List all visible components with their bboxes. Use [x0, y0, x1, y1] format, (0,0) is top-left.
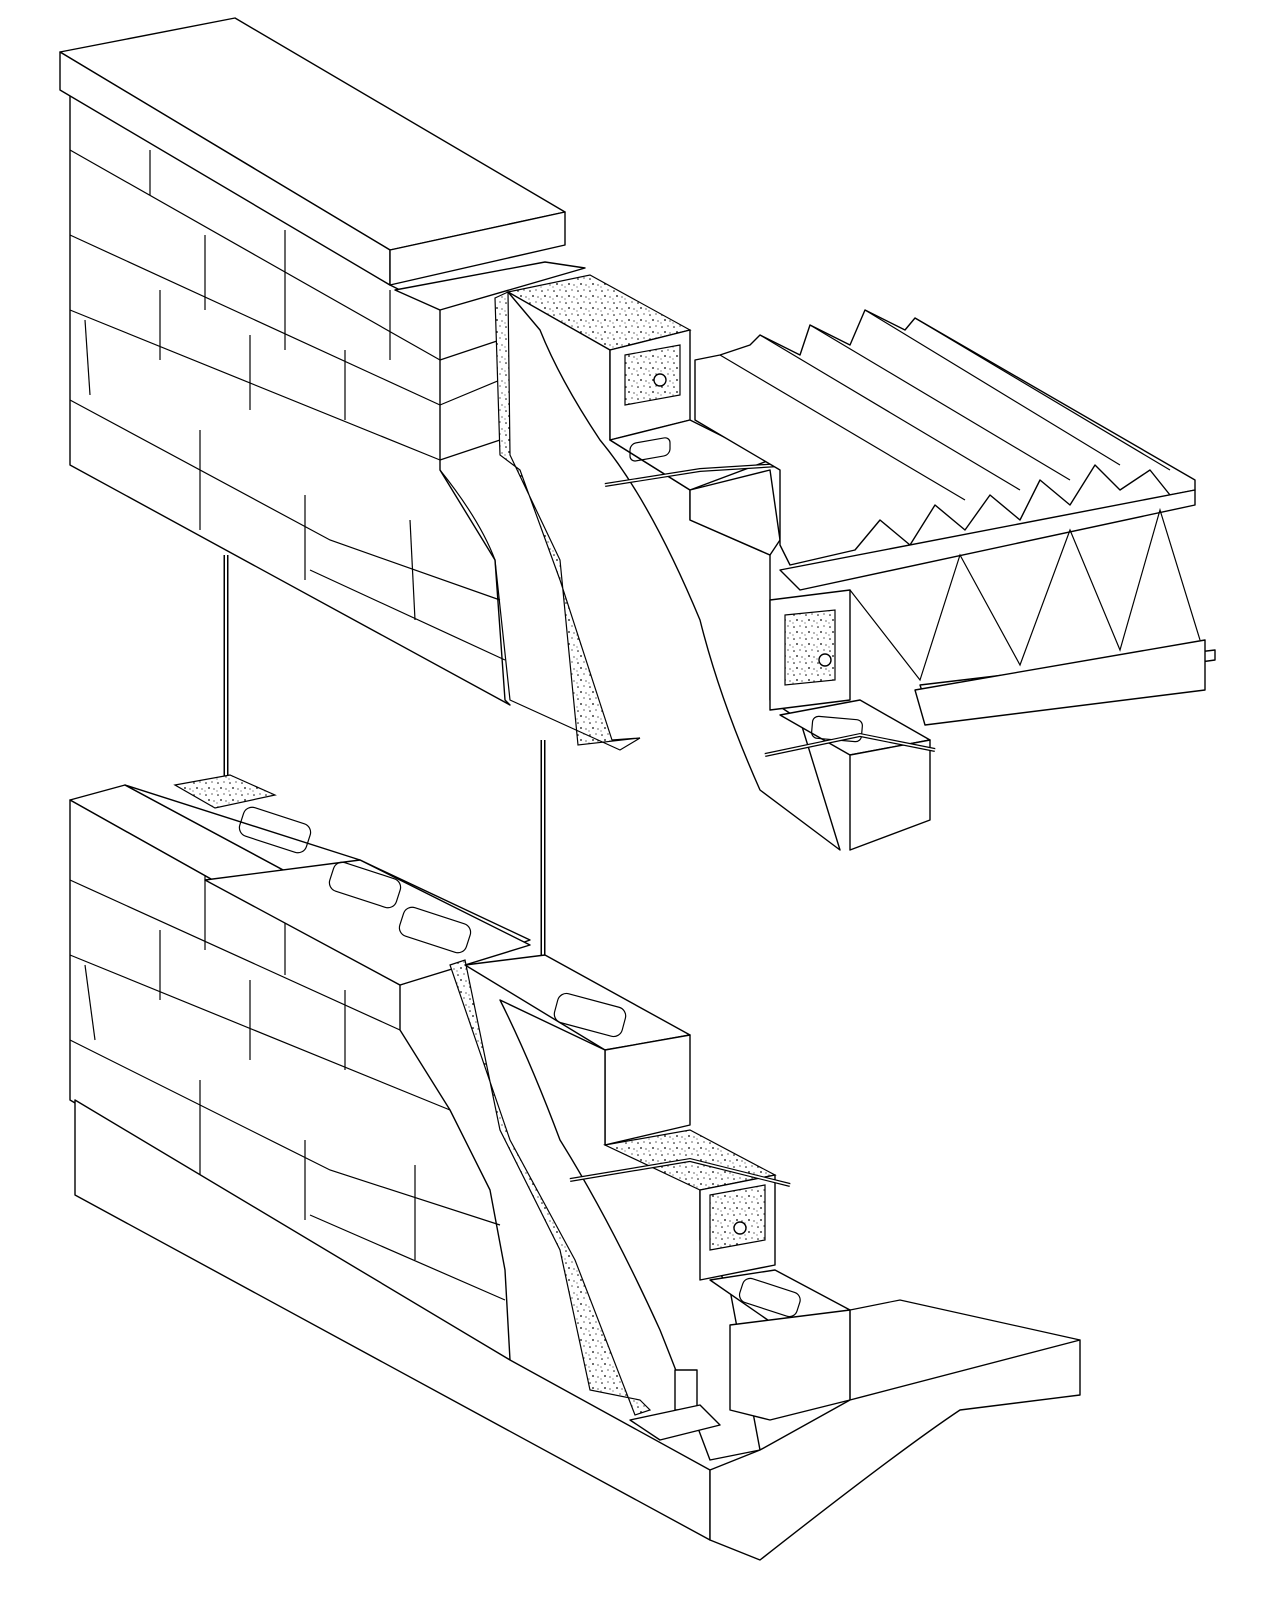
cmu-block-upper [689, 469, 781, 556]
lower-cmu-block-face [604, 1034, 691, 1146]
upper-cmu-face [507, 291, 841, 851]
roof-assembly [694, 309, 1216, 726]
horizontal-rebar-seat [818, 653, 832, 667]
lower-cavity-insulation [449, 959, 652, 1416]
cap-stone-end [389, 211, 566, 286]
deck-flutes [719, 309, 1171, 501]
joist-web [849, 507, 1201, 682]
cavity-cut-edge [439, 469, 641, 751]
coping-flashing [394, 261, 586, 311]
foundation-slab [709, 1339, 1081, 1561]
horizontal-rebar-upper [653, 373, 667, 387]
cmu-cell [629, 437, 671, 462]
cmu-cell [328, 861, 402, 909]
grouted-cell-1 [173, 774, 277, 809]
upper-wall [59, 17, 936, 851]
lower-wall [69, 774, 1081, 1561]
lower-cmu-bottom-face [729, 1309, 851, 1421]
joist-top-chord [779, 489, 1196, 591]
horizontal-rebar-lower [733, 1221, 747, 1235]
upper-brick-courses [69, 149, 506, 661]
base-flashing [629, 1404, 721, 1441]
lower-cmu-cut [499, 999, 761, 1461]
cmu-cell [398, 906, 472, 954]
bond-beam-grout [624, 344, 681, 406]
bearing-angle [914, 639, 1206, 726]
cmu-cell [238, 806, 312, 854]
cmu-block-lower-face [849, 739, 931, 851]
weep-vent [674, 1369, 698, 1411]
steel-roof-deck [694, 309, 1196, 566]
lower-cmu-block-top [464, 954, 691, 1051]
lower-brick-courses [69, 875, 506, 1301]
